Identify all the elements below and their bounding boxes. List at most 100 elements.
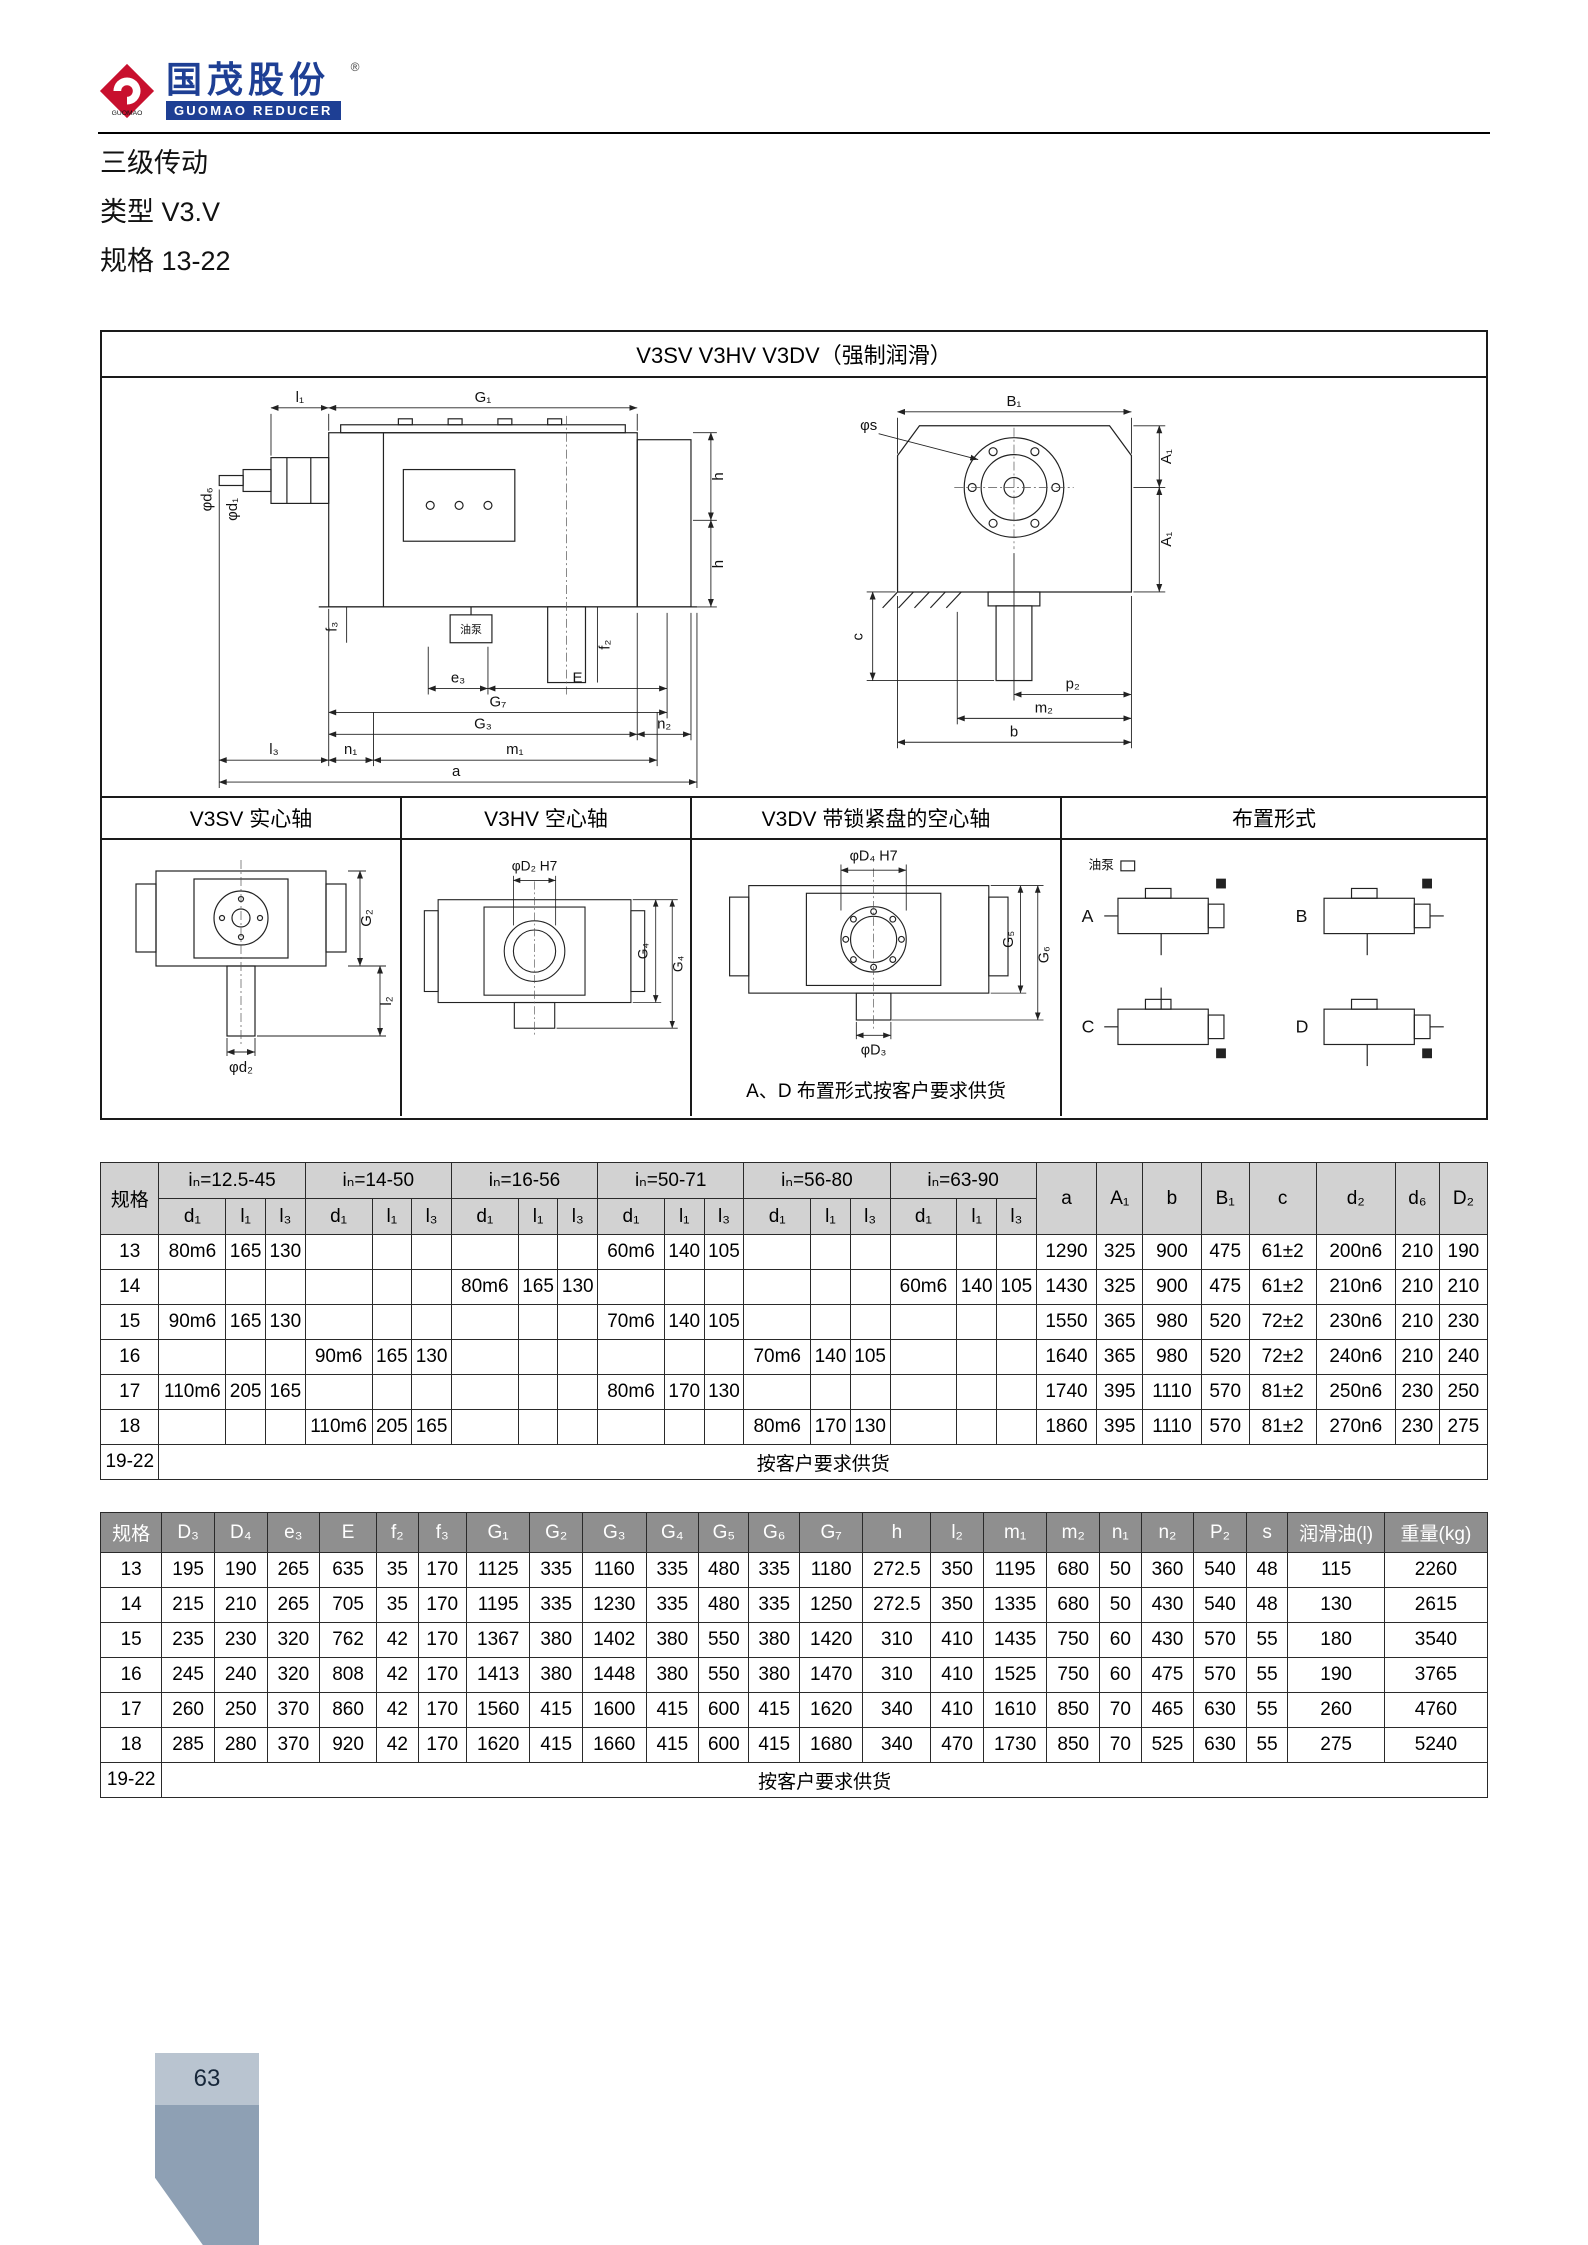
- data-cell: 60m6: [597, 1234, 665, 1270]
- logo-english-name: GUOMAO REDUCER: [166, 101, 341, 120]
- data-cell: 210: [1394, 1234, 1440, 1270]
- data-cell: 600: [698, 1727, 750, 1763]
- data-cell: [371, 1304, 413, 1340]
- data-cell: [557, 1409, 599, 1445]
- data-cell: 1740: [1035, 1374, 1098, 1410]
- dim-m2: m₂: [1035, 699, 1053, 716]
- header-cell: 重量(kg): [1383, 1512, 1489, 1553]
- data-cell: 540: [1193, 1587, 1247, 1623]
- data-cell: 55: [1245, 1657, 1289, 1693]
- data-cell: 570: [1193, 1622, 1247, 1658]
- data-cell: [889, 1409, 958, 1445]
- data-cell: 365: [1096, 1339, 1144, 1375]
- dim-l2: l₂: [378, 996, 395, 1005]
- data-cell: 380: [748, 1622, 800, 1658]
- data-cell: 285: [161, 1727, 215, 1763]
- data-cell: 195: [161, 1552, 215, 1588]
- header-cell: d₆: [1394, 1162, 1440, 1235]
- data-cell: 230n6: [1315, 1304, 1396, 1340]
- data-cell: 55: [1245, 1727, 1289, 1763]
- data-cell: 170: [417, 1587, 467, 1623]
- v3dv-shrink-disc-drawing: φD₄ H7: [729, 849, 1052, 1059]
- data-cell: [517, 1234, 559, 1270]
- data-cell: 550: [698, 1622, 750, 1658]
- data-cell: 230: [1394, 1409, 1440, 1445]
- data-cell: 165: [265, 1374, 306, 1410]
- data-cell: 635: [319, 1552, 378, 1588]
- data-cell: [265, 1269, 306, 1305]
- data-cell: 42: [376, 1657, 419, 1693]
- data-cell: 240: [1438, 1339, 1489, 1375]
- v3sv-solid-shaft-drawing: G₂ l₂ φd₂: [135, 860, 395, 1076]
- data-cell: 130: [411, 1339, 452, 1375]
- data-cell: 42: [376, 1727, 419, 1763]
- data-cell: 200n6: [1315, 1234, 1396, 1270]
- data-cell: 808: [319, 1657, 378, 1693]
- data-cell: 230: [1394, 1374, 1440, 1410]
- data-cell: [304, 1304, 373, 1340]
- data-cell: 920: [319, 1727, 378, 1763]
- svg-text:GUOMAO: GUOMAO: [112, 110, 143, 117]
- data-cell: 270n6: [1315, 1409, 1396, 1445]
- header-cell: iₙ=50-71: [597, 1162, 745, 1199]
- data-cell: 80m6: [158, 1234, 227, 1270]
- dim-a: a: [452, 763, 461, 780]
- data-cell: 680: [1046, 1587, 1101, 1623]
- dim-p2: p₂: [1066, 676, 1080, 693]
- header-cell: a: [1035, 1162, 1098, 1235]
- dim-phiD3: φD₃: [861, 1043, 887, 1059]
- data-cell: [956, 1234, 998, 1270]
- data-cell: [225, 1339, 266, 1375]
- data-cell: [743, 1374, 812, 1410]
- data-cell: 850: [1046, 1692, 1101, 1728]
- data-cell: 190: [1287, 1657, 1385, 1693]
- data-cell: 170: [417, 1692, 467, 1728]
- dim-f3: f₃: [324, 622, 341, 632]
- data-cell: [849, 1269, 891, 1305]
- data-cell: 1600: [581, 1692, 647, 1728]
- data-cell: [996, 1304, 1037, 1340]
- data-cell: [810, 1374, 851, 1410]
- data-cell: [996, 1409, 1037, 1445]
- data-cell: 1250: [798, 1587, 864, 1623]
- data-cell: 14: [99, 1587, 163, 1623]
- data-cell: 1660: [581, 1727, 647, 1763]
- data-cell: 3765: [1383, 1657, 1489, 1693]
- data-cell: 230: [1438, 1304, 1489, 1340]
- data-cell: 按客户要求供货: [158, 1444, 1488, 1480]
- data-cell: 105: [996, 1269, 1037, 1305]
- data-cell: [304, 1374, 373, 1410]
- data-cell: [450, 1304, 519, 1340]
- header-cell: l₁: [371, 1198, 413, 1235]
- data-cell: 325: [1096, 1269, 1144, 1305]
- data-cell: 525: [1140, 1727, 1195, 1763]
- data-cell: 165: [225, 1234, 266, 1270]
- header-cell: d₂: [1315, 1162, 1396, 1235]
- data-cell: 60: [1099, 1622, 1142, 1658]
- data-cell: 50: [1099, 1552, 1142, 1588]
- data-cell: 80m6: [743, 1409, 812, 1445]
- data-cell: 250n6: [1315, 1374, 1396, 1410]
- data-cell: [450, 1339, 519, 1375]
- data-cell: 470: [930, 1727, 984, 1763]
- data-cell: [663, 1269, 705, 1305]
- header-cell: l₃: [849, 1198, 891, 1235]
- header-cell: iₙ=16-56: [450, 1162, 599, 1199]
- data-cell: 205: [225, 1374, 266, 1410]
- data-cell: 360: [1140, 1552, 1195, 1588]
- data-cell: [225, 1409, 266, 1445]
- page-number: 63: [155, 2053, 259, 2105]
- data-cell: 310: [862, 1622, 932, 1658]
- data-cell: [810, 1304, 851, 1340]
- header-cell: d₁: [597, 1198, 665, 1235]
- data-cell: [450, 1234, 519, 1270]
- data-cell: 320: [266, 1622, 321, 1658]
- data-cell: 72±2: [1248, 1304, 1317, 1340]
- data-cell: 430: [1140, 1622, 1195, 1658]
- section-v3hv: φD₂ H7: [402, 840, 692, 1116]
